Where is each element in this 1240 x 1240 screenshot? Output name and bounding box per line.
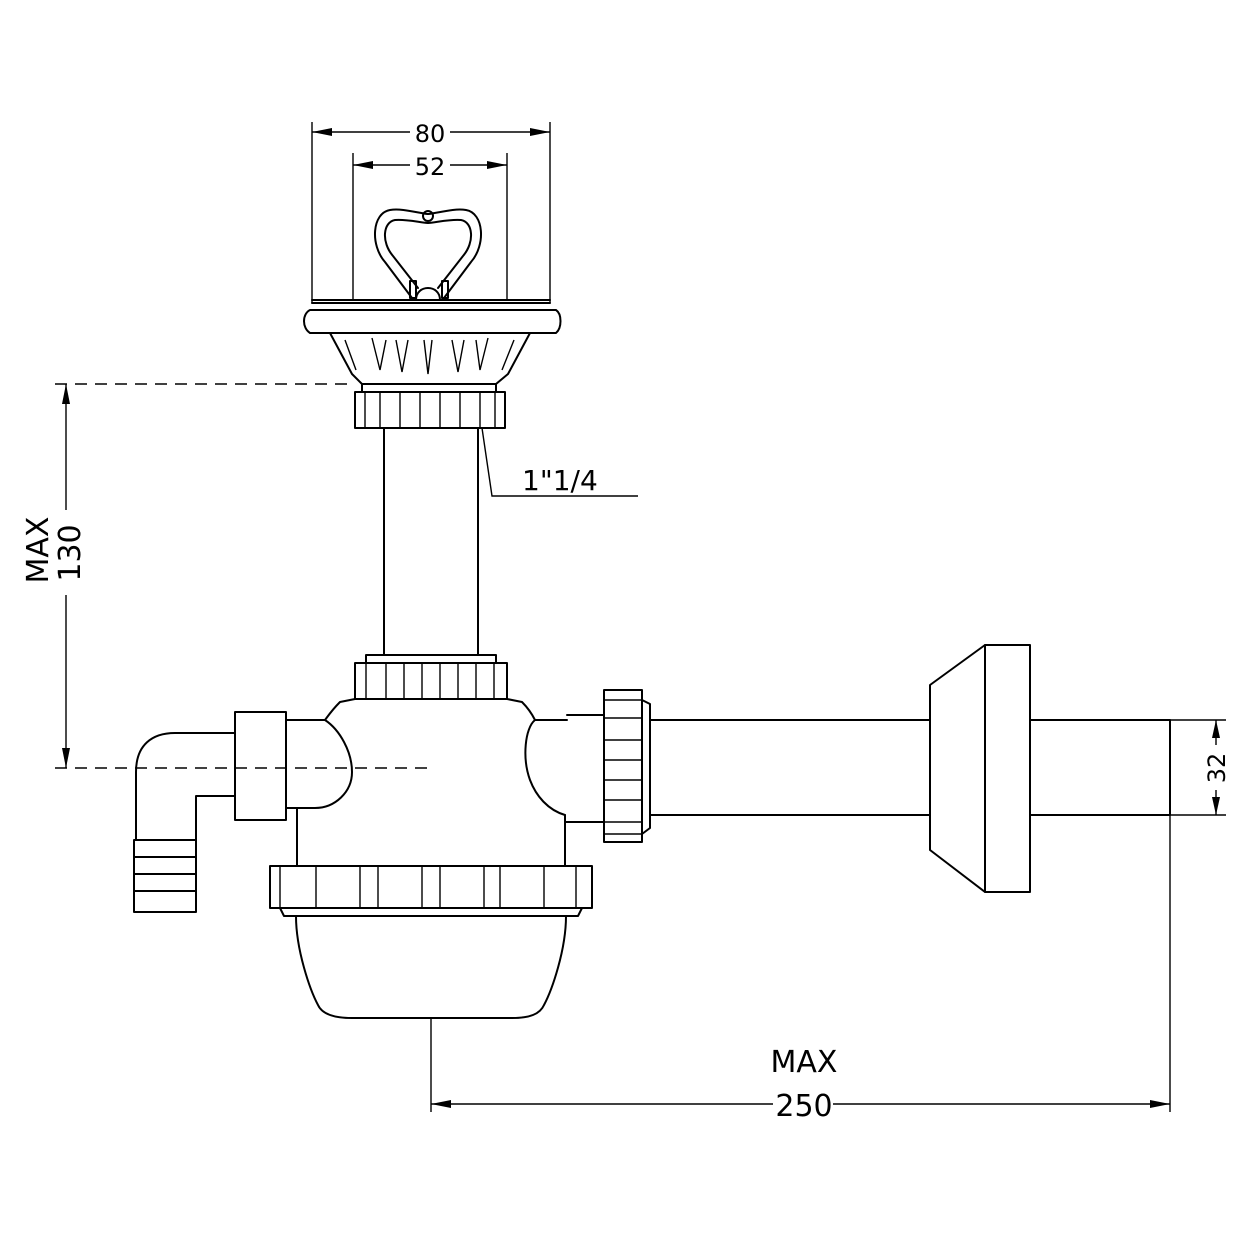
thread-callout: 1"1/4: [481, 427, 638, 497]
rib-3: [395, 339, 409, 373]
ext-line-80: [311, 122, 551, 303]
handle-knob: [415, 287, 441, 301]
dimension-height: MAX 130: [21, 383, 432, 769]
strainer-handle: [373, 208, 483, 299]
thread-label: 1"1/4: [522, 464, 598, 497]
arrow-32-bottom: [1212, 797, 1220, 815]
outlet-nut-grooves: [604, 699, 642, 835]
ext-line-250: [430, 815, 1171, 1112]
strainer-basket: [303, 208, 562, 429]
lower-nut-rim: [279, 907, 583, 917]
height-max-label: MAX: [21, 517, 56, 584]
arrow-80-right: [530, 128, 550, 136]
outlet-nut: [603, 689, 643, 843]
rib-5: [451, 339, 465, 373]
strainer-handle-inner: [384, 218, 472, 289]
top-nut: [354, 391, 506, 429]
dimension-length: MAX 250: [430, 815, 1171, 1124]
strainer-flange: [303, 309, 562, 334]
body-shoulders: [285, 698, 568, 721]
tailpiece-walls: [383, 427, 479, 656]
arrow-32-top: [1212, 720, 1220, 738]
rib-4: [423, 339, 433, 375]
upper-nut: [354, 662, 508, 700]
height-value-label: 130: [53, 524, 88, 581]
wall-rosette: [929, 644, 1031, 893]
handle-hole: [422, 210, 434, 222]
arrow-80-left: [312, 128, 332, 136]
handle-pin-left: [409, 280, 417, 299]
arrow-52-left: [353, 161, 373, 169]
outlet-stub: [564, 714, 605, 823]
rib-6: [475, 337, 489, 371]
hose-inlet: [133, 711, 298, 913]
rib-1: [344, 339, 357, 371]
hose-barb-3: [133, 873, 197, 892]
outlet-pipe: [564, 644, 1171, 893]
arrow-250-left: [431, 1100, 451, 1108]
upper-nut-grooves: [365, 663, 495, 699]
lower-nut-grooves: [279, 866, 577, 908]
top-nut-grooves: [364, 392, 496, 428]
left-inlet-curve: [296, 719, 353, 809]
dimension-outlet: 32: [1170, 719, 1231, 816]
strainer-body: [329, 332, 531, 385]
pipe-end: [1029, 719, 1171, 816]
rib-2: [371, 337, 387, 371]
arrow-130-top: [62, 384, 70, 404]
tailpiece-pipe: [383, 427, 479, 656]
arrow-52-right: [487, 161, 507, 169]
trap-bowl: [295, 915, 567, 1019]
dimension-strainer-width: 80 52: [311, 120, 551, 303]
nut-neck: [361, 383, 497, 393]
thread-leader-line: [481, 427, 638, 497]
hose-barb-1: [133, 839, 197, 858]
arrow-130-bottom: [62, 748, 70, 768]
upper-nut-rim: [365, 654, 497, 664]
body-sides: [296, 807, 566, 867]
arrow-250-right: [1150, 1100, 1170, 1108]
ext-line-52: [352, 153, 508, 300]
outlet-pipe-walls: [649, 719, 931, 816]
length-max-label: MAX: [771, 1045, 838, 1080]
rib-7: [501, 339, 515, 371]
handle-pin-right: [441, 280, 449, 299]
hose-barb-2: [133, 856, 197, 875]
outlet-nut-rim: [641, 699, 651, 835]
trap-body: [269, 654, 593, 1019]
inlet-neck: [285, 719, 298, 809]
right-outlet-curve: [524, 719, 566, 816]
inlet-elbow: [135, 732, 236, 841]
dim-label-32: 32: [1203, 753, 1231, 784]
hose-barb-4: [133, 890, 197, 913]
dim-label-52: 52: [415, 153, 446, 181]
dim-label-80: 80: [415, 120, 446, 148]
length-value-label: 250: [775, 1089, 832, 1124]
inlet-nut: [234, 711, 287, 821]
